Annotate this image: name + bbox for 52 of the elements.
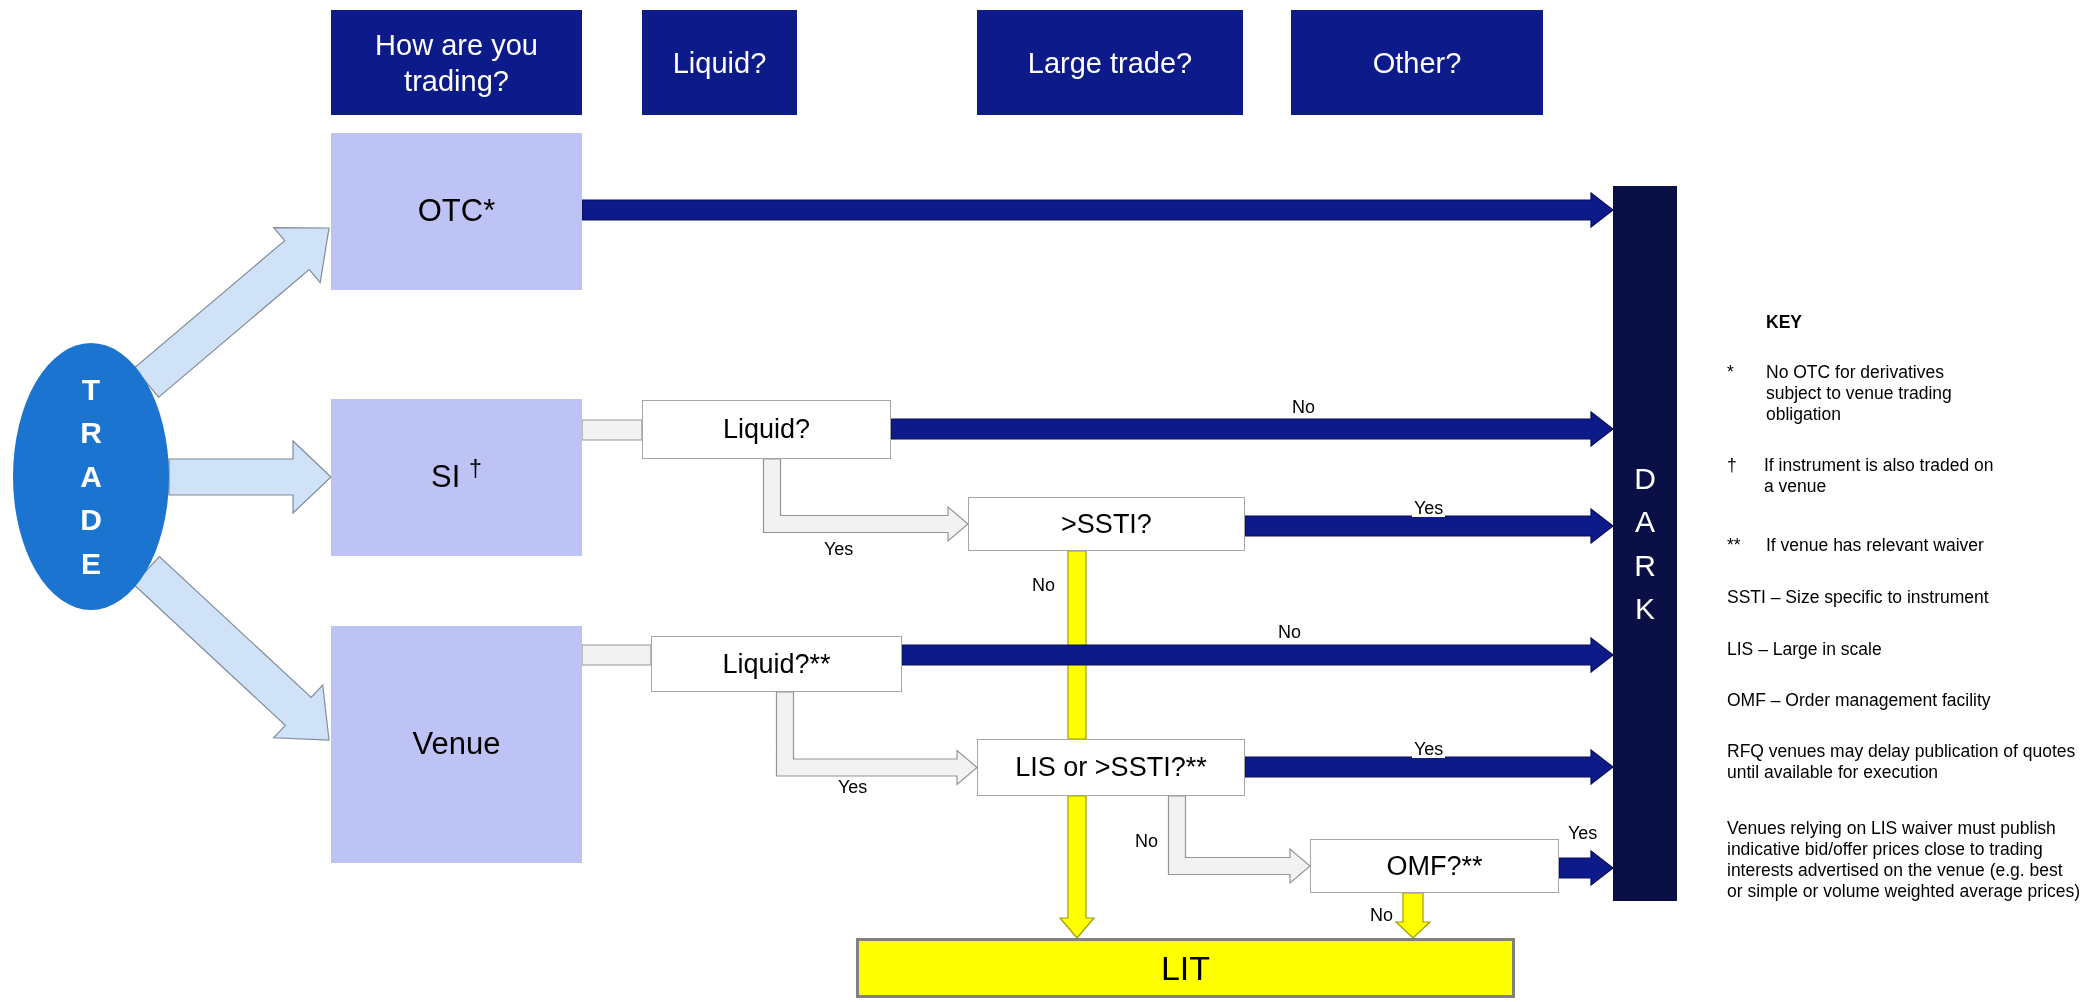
column-header: Large trade? <box>977 10 1243 115</box>
edge-label: Yes <box>1412 499 1446 517</box>
key-note: Venues relying on LIS waiver must publish indicative bid/offer prices close to trading interests advertised on the venue (e.g. best or simple or volume weighted average prices) <box>1727 818 2082 902</box>
block-arrow <box>581 191 1614 229</box>
key-note: ** <box>1727 535 1742 556</box>
block-arrow <box>762 458 969 543</box>
block-arrow <box>133 227 330 398</box>
block-arrow <box>901 636 1614 674</box>
start-ellipse: TRADE <box>13 343 169 610</box>
edge-label: Yes <box>822 540 856 558</box>
block-arrow <box>1244 748 1614 786</box>
key-note: * <box>1727 362 1735 383</box>
decision-box: Liquid? <box>642 400 891 459</box>
decision-box: OMF?** <box>1310 839 1559 893</box>
edge-label: No <box>1276 623 1303 641</box>
key-note: No OTC for derivatives subject to venue trading obligation <box>1766 362 1953 425</box>
key-note: RFQ venues may delay publication of quotes until available for execution <box>1727 741 2077 783</box>
block-arrow <box>1558 849 1614 887</box>
decision-box: Liquid?** <box>651 636 902 692</box>
key-note: LIS – Large in scale <box>1727 639 1883 660</box>
outcome-box: LIT <box>856 938 1515 998</box>
column-header: How are you trading? <box>331 10 582 115</box>
key-heading: KEY <box>1766 312 1803 333</box>
key-note: SSTI – Size specific to instrument <box>1727 587 1990 608</box>
block-arrow <box>1167 795 1311 885</box>
connector-bar <box>581 644 652 666</box>
edge-label: No <box>1290 398 1317 416</box>
outcome-bar: DARK <box>1613 186 1677 901</box>
key-note: If venue has relevant waiver <box>1766 535 1985 556</box>
key-note: † <box>1727 455 1738 476</box>
decision-box: >SSTI? <box>968 497 1245 551</box>
decision-box: LIS or >SSTI?** <box>977 739 1245 796</box>
edge-label: No <box>1133 832 1160 850</box>
edge-label: Yes <box>1412 740 1446 758</box>
category-box: Venue <box>331 626 582 863</box>
key-note: OMF – Order management facility <box>1727 690 1992 711</box>
edge-label: Yes <box>836 778 870 796</box>
block-arrow <box>1058 795 1096 939</box>
block-arrow <box>168 439 332 515</box>
block-arrow <box>775 691 978 786</box>
edge-label: No <box>1368 906 1395 924</box>
column-header: Liquid? <box>642 10 797 115</box>
block-arrow <box>1394 892 1432 939</box>
category-box: OTC* <box>331 133 582 290</box>
edge-label: Yes <box>1566 824 1600 842</box>
block-arrow <box>890 410 1614 448</box>
block-arrow <box>1244 507 1614 545</box>
key-note: If instrument is also traded on a venue <box>1764 455 1995 497</box>
connector-bar <box>581 419 643 441</box>
category-box: SI $^{†}$ <box>331 399 582 556</box>
column-header: Other? <box>1291 10 1543 115</box>
edge-label: No <box>1030 576 1057 594</box>
